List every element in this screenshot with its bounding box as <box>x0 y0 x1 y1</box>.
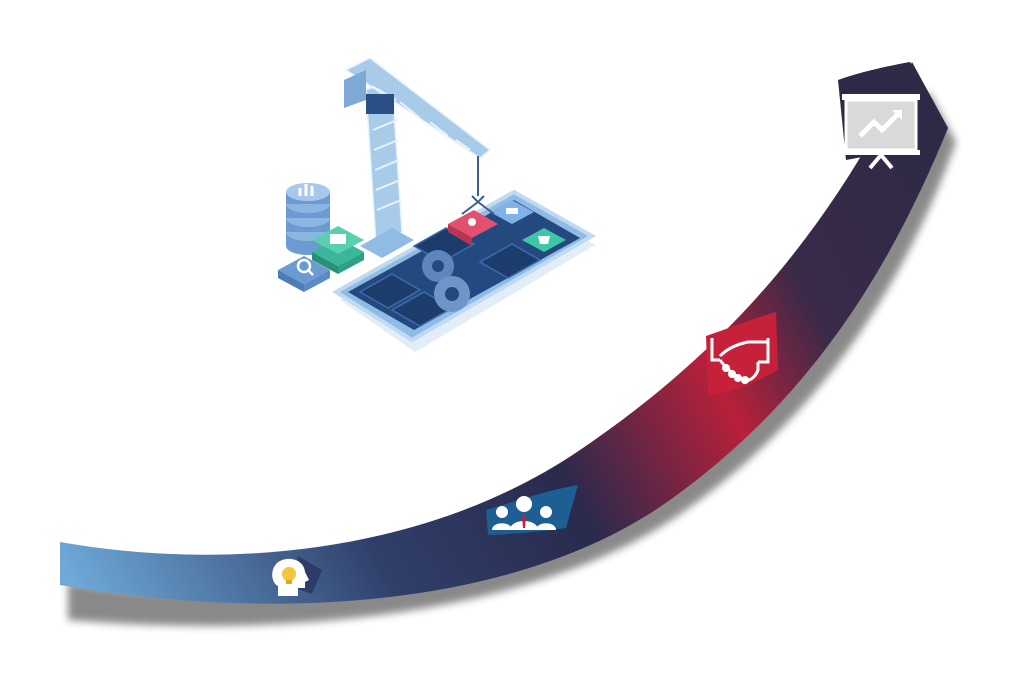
app-construction-crane-icon <box>278 57 597 352</box>
presentation-chart-icon <box>842 94 920 170</box>
handshake-icon <box>710 338 770 384</box>
team-segment-tab <box>486 485 578 535</box>
team-people-icon <box>492 496 556 530</box>
partnership-segment-tab <box>706 312 778 395</box>
lightbulb-head-icon <box>272 558 309 596</box>
